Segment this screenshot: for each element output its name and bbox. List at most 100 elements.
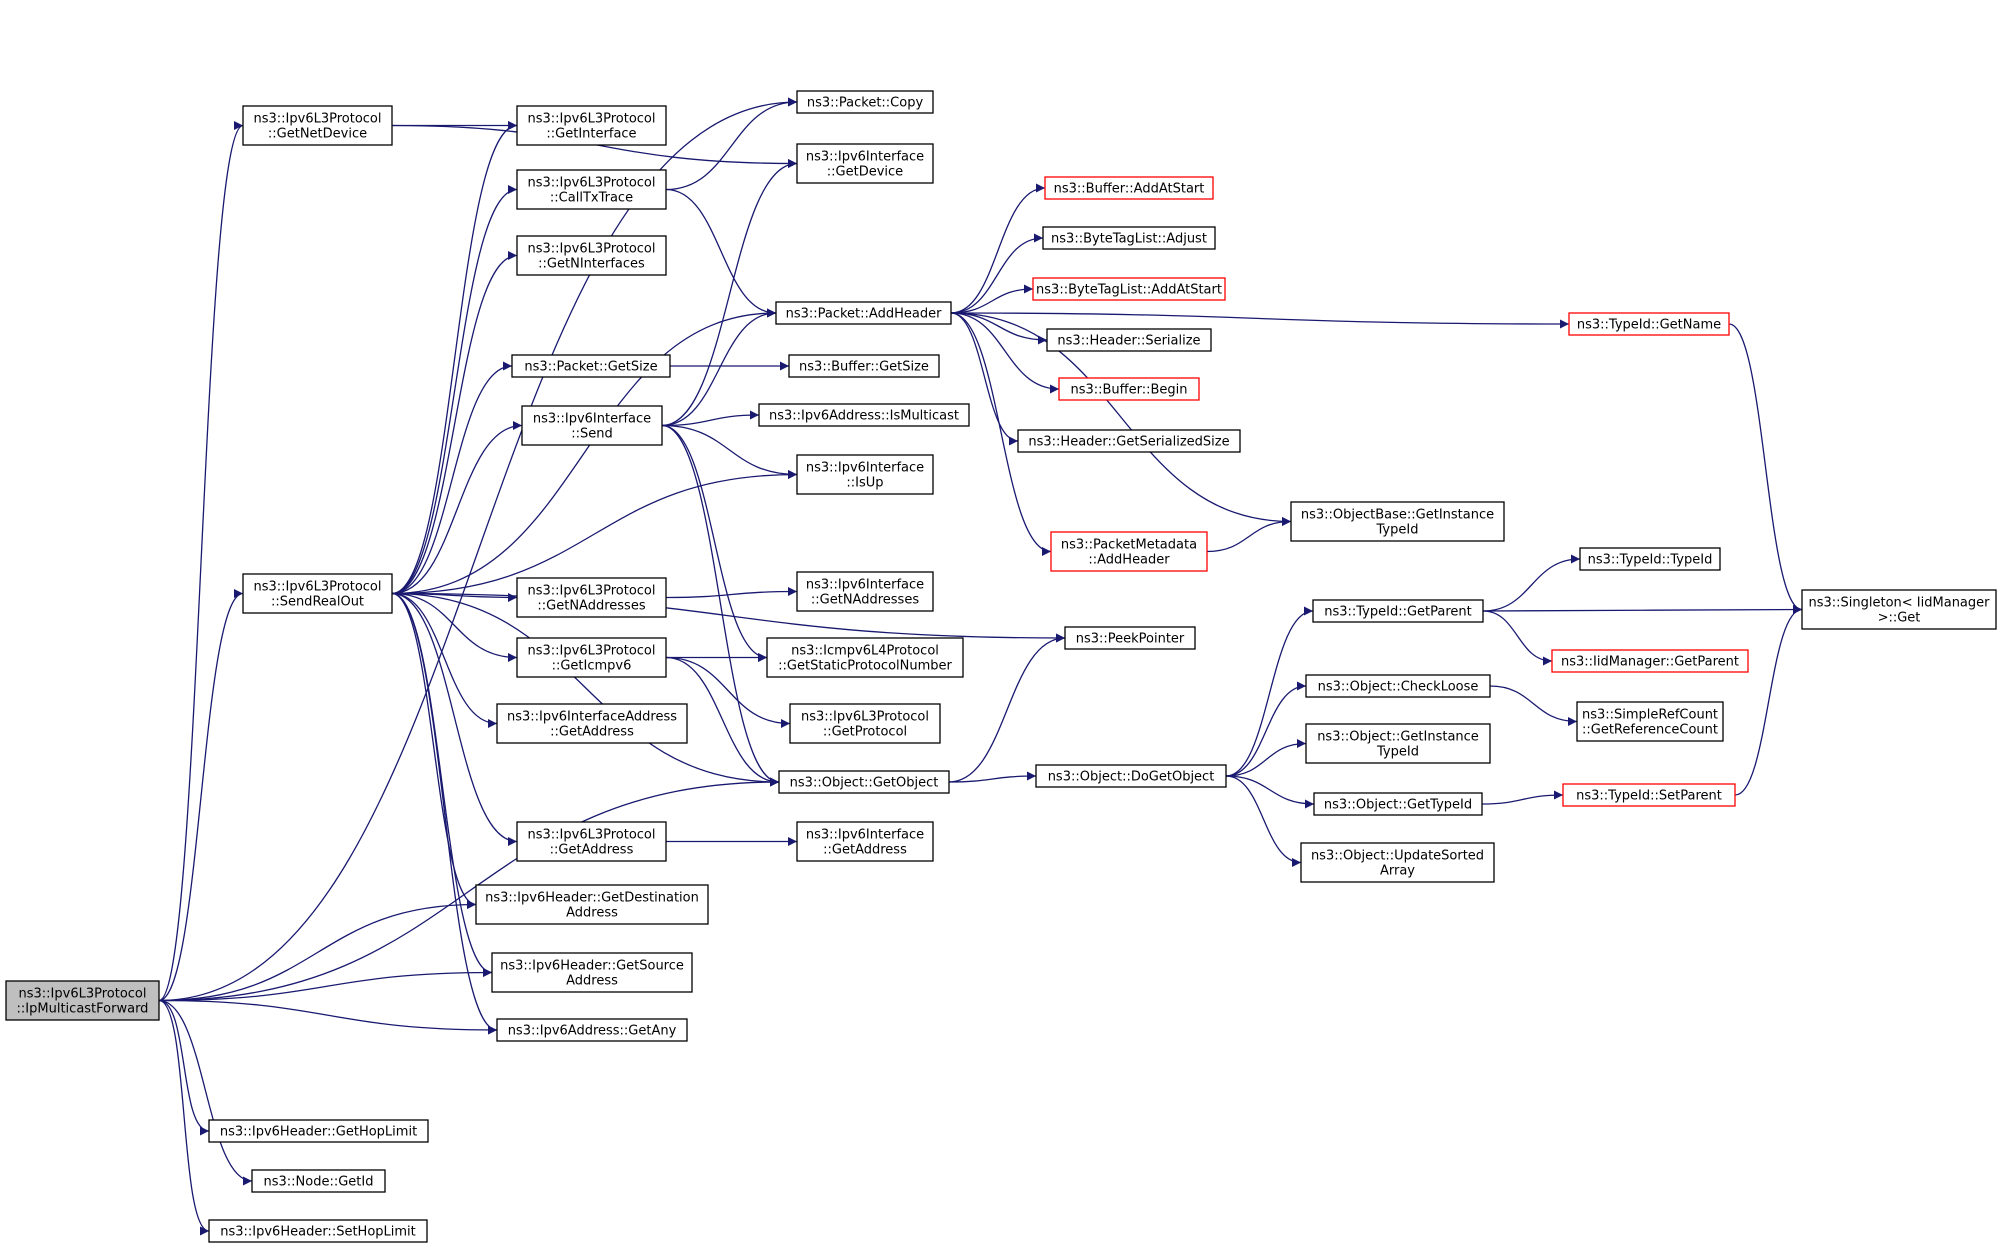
node-l3getif[interactable]: ns3::Ipv6L3Protocol::GetInterface (516, 105, 667, 146)
node-getobject[interactable]: ns3::Object::GetObject (778, 770, 950, 794)
edge-path (665, 656, 791, 728)
node-bufgetsize[interactable]: ns3::Buffer::GetSize (788, 354, 940, 378)
node-ifgetaddr[interactable]: ns3::Ipv6Interface::GetAddress (796, 821, 934, 862)
node-btladjust[interactable]: ns3::ByteTagList::Adjust (1042, 226, 1216, 250)
node-label-line: ns3::Object::GetObject (790, 776, 939, 791)
node-label-line: ns3::Buffer::Begin (1070, 383, 1187, 398)
node-label-line: ns3::Ipv6L3Protocol (254, 112, 382, 127)
node-pktgetsize[interactable]: ns3::Packet::GetSize (511, 354, 671, 378)
node-label-line: TypeId (1376, 745, 1419, 760)
node-getnetdev[interactable]: ns3::Ipv6L3Protocol::GetNetDevice (242, 105, 393, 146)
node-l3getaddr[interactable]: ns3::Ipv6L3Protocol::GetAddress (516, 821, 667, 862)
node-ifsend[interactable]: ns3::Ipv6Interface::Send (521, 405, 663, 446)
node-tidgetparent[interactable]: ns3::TypeId::GetParent (1312, 599, 1484, 623)
edge-path (950, 183, 1046, 314)
node-box (1801, 589, 1997, 630)
edge-l3getnaddr-to-ifgetnaddr (665, 587, 798, 599)
node-iidgetparent[interactable]: ns3::IidManager::GetParent (1551, 649, 1749, 673)
node-label-line: ::GetDevice (827, 165, 903, 180)
node-label-line: ns3::Ipv6L3Protocol (528, 828, 656, 843)
edge-sendrealout-to-hdrdest (391, 592, 477, 909)
edge-addheader-to-tidgetname (950, 312, 1570, 329)
node-btladdstart[interactable]: ns3::ByteTagList::AddAtStart (1032, 277, 1226, 301)
edge-ifsend-to-getobject (661, 424, 780, 787)
edge-sendrealout-to-ifaddrget (391, 592, 498, 728)
node-ifgetdev[interactable]: ns3::Ipv6Interface::GetDevice (796, 143, 934, 184)
edge-tidgetname-to-singleton (1728, 323, 1803, 614)
edge-path (391, 592, 780, 787)
node-ifaddrget[interactable]: ns3::Ipv6InterfaceAddress::GetAddress (496, 703, 688, 744)
node-nodeid[interactable]: ns3::Node::GetId (251, 1169, 386, 1193)
edge-path (948, 771, 1037, 783)
node-peekptr[interactable]: ns3::PeekPointer (1064, 626, 1196, 650)
node-label-line: ns3::Ipv6Interface (806, 578, 924, 593)
edge-addheader-to-objbasetid (950, 312, 1292, 526)
edge-sendrealout-to-pktgetsize (391, 361, 513, 595)
node-box (242, 573, 393, 614)
node-box (796, 454, 934, 495)
node-pktcopy[interactable]: ns3::Packet::Copy (796, 90, 934, 114)
edge-ipmc-to-getobject (158, 777, 780, 1002)
node-box (796, 143, 934, 184)
node-label-line: ns3::Object::CheckLoose (1318, 680, 1479, 695)
node-label-line: ns3::Ipv6L3Protocol (528, 584, 656, 599)
edge-path (391, 592, 518, 846)
node-pmaddheader[interactable]: ns3::PacketMetadata::AddHeader (1050, 531, 1208, 572)
node-label-line: ns3::Ipv6Interface (806, 150, 924, 165)
node-getnif[interactable]: ns3::Ipv6L3Protocol::GetNInterfaces (516, 235, 667, 276)
node-getany[interactable]: ns3::Ipv6Address::GetAny (496, 1018, 688, 1042)
edge-checkloose-to-refcount (1489, 685, 1578, 726)
node-icmpstatic[interactable]: ns3::Icmpv6L4Protocol::GetStaticProtocol… (766, 637, 964, 678)
node-box (1576, 701, 1724, 742)
node-label-line: ::CallTxTrace (550, 191, 633, 206)
node-gethop[interactable]: ns3::Ipv6Header::GetHopLimit (208, 1119, 429, 1143)
node-label-line: >::Get (1878, 611, 1921, 626)
edge-path (391, 121, 518, 595)
edge-path (391, 251, 518, 595)
edge-path (1482, 554, 1581, 612)
node-label-line: ns3::Ipv6L3Protocol (19, 987, 147, 1002)
edge-path (1482, 610, 1553, 666)
node-refcount[interactable]: ns3::SimpleRefCount::GetReferenceCount (1576, 701, 1724, 742)
node-label-line: ns3::Singleton< IidManager (1808, 596, 1990, 611)
node-addheader[interactable]: ns3::Packet::AddHeader (775, 301, 952, 325)
node-l3getnaddr[interactable]: ns3::Ipv6L3Protocol::GetNAddresses (516, 577, 667, 618)
node-box (796, 571, 934, 612)
node-label-line: ns3::Ipv6Interface (806, 461, 924, 476)
node-l3geticmp[interactable]: ns3::Ipv6L3Protocol::GetIcmpv6 (516, 637, 667, 678)
node-label-line: ::GetAddress (550, 725, 634, 740)
node-l3getproto[interactable]: ns3::Ipv6L3Protocol::GetProtocol (789, 703, 941, 744)
node-tidsetparent[interactable]: ns3::TypeId::SetParent (1562, 783, 1736, 807)
node-label-line: ::GetStaticProtocolNumber (778, 659, 952, 674)
edge-sendrealout-to-l3geticmp (391, 592, 518, 662)
node-checkloose[interactable]: ns3::Object::CheckLoose (1305, 674, 1491, 698)
node-label-line: ::AddHeader (1088, 553, 1170, 568)
node-bufaddstart[interactable]: ns3::Buffer::AddAtStart (1044, 176, 1214, 200)
node-calltx[interactable]: ns3::Ipv6L3Protocol::CallTxTrace (516, 169, 667, 210)
node-objgettid[interactable]: ns3::Object::GetTypeId (1313, 792, 1483, 816)
node-hdrsersize[interactable]: ns3::Header::GetSerializedSize (1017, 429, 1241, 453)
node-ismulti[interactable]: ns3::Ipv6Address::IsMulticast (758, 403, 970, 427)
node-sendrealout[interactable]: ns3::Ipv6L3Protocol::SendRealOut (242, 573, 393, 614)
node-sethop[interactable]: ns3::Ipv6Header::SetHopLimit (208, 1219, 428, 1243)
node-box (1035, 764, 1227, 788)
node-isup[interactable]: ns3::Ipv6Interface::IsUp (796, 454, 934, 495)
edge-path (950, 284, 1034, 314)
edge-path (950, 312, 1019, 446)
node-ifgetnaddr[interactable]: ns3::Ipv6Interface::GetNAddresses (796, 571, 934, 612)
node-ipmc[interactable]: ns3::Ipv6L3Protocol::IpMulticastForward (5, 980, 160, 1021)
node-singleton[interactable]: ns3::Singleton< IidManager >::Get (1801, 589, 1997, 630)
edge-path (158, 999, 210, 1236)
node-dogetobject[interactable]: ns3::Object::DoGetObject (1035, 764, 1227, 788)
edge-path (665, 188, 777, 318)
node-tidgetname[interactable]: ns3::TypeId::GetName (1568, 312, 1730, 336)
node-bufbegin[interactable]: ns3::Buffer::Begin (1058, 377, 1200, 401)
node-hdrserialize[interactable]: ns3::Header::Serialize (1046, 328, 1212, 352)
node-tidtid[interactable]: ns3::TypeId::TypeId (1579, 547, 1721, 571)
node-box (516, 821, 667, 862)
